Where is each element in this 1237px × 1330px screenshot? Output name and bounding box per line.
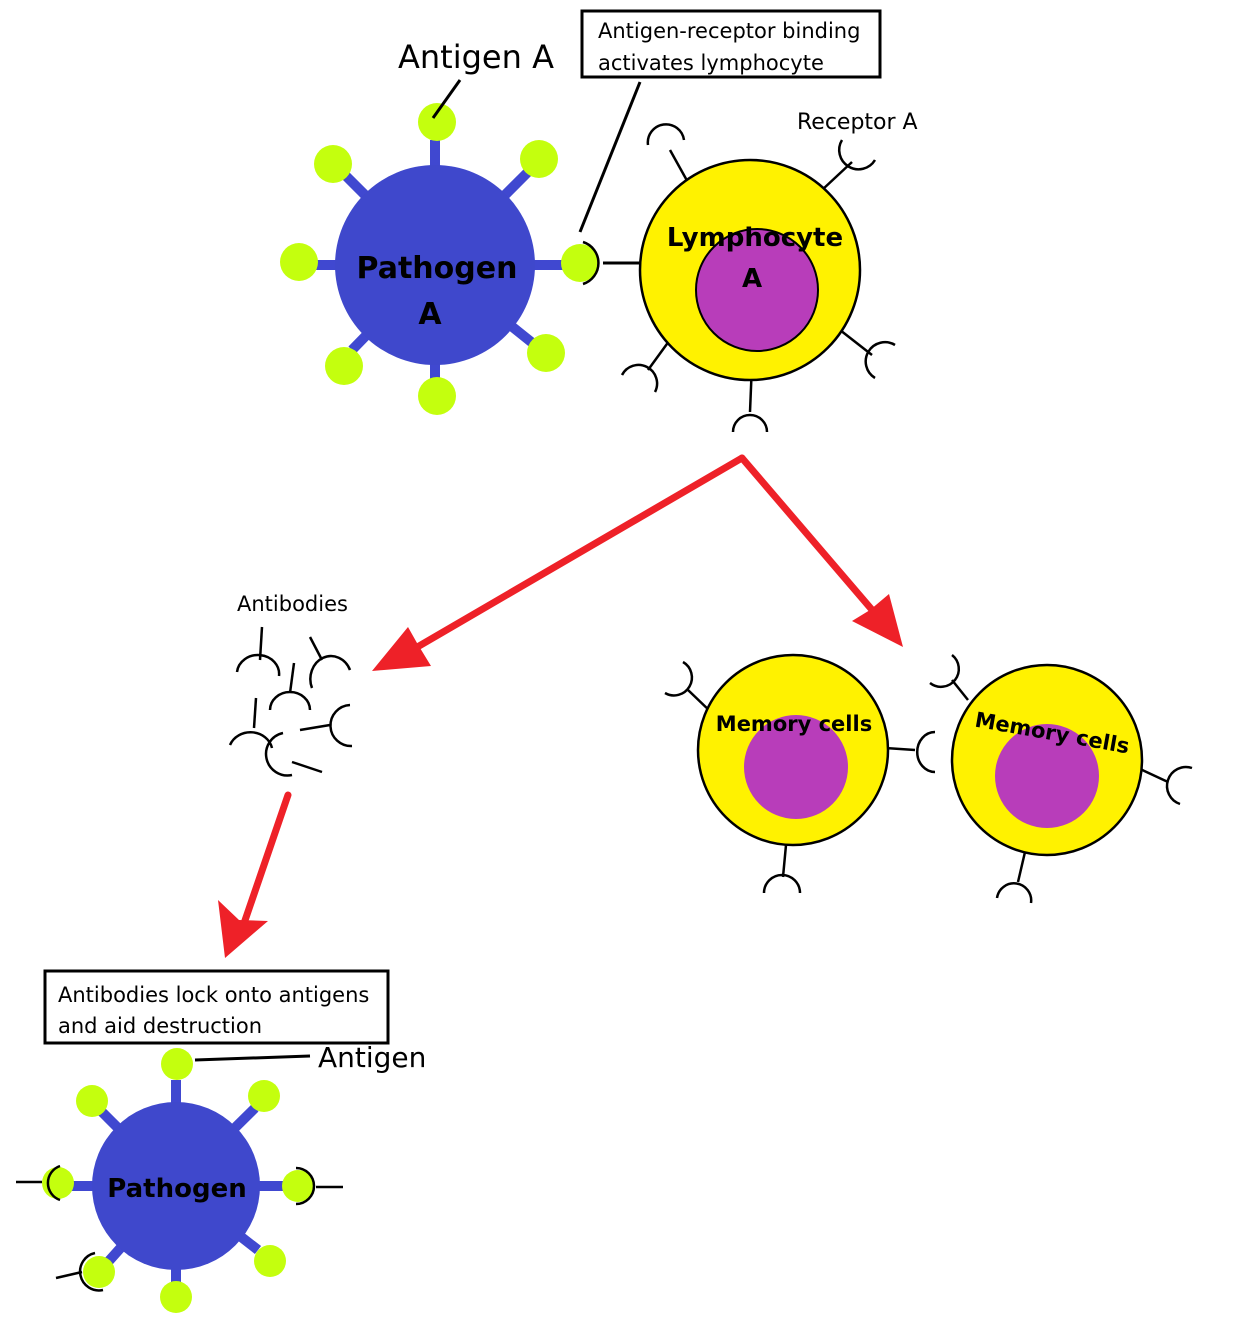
arrow-to-antibodies xyxy=(372,454,746,671)
antibody-icon xyxy=(329,703,353,748)
receptor-icon xyxy=(781,844,788,878)
receptor-icon xyxy=(762,873,802,894)
pathogen-a-body xyxy=(335,165,535,365)
pathogen-body xyxy=(92,1102,260,1270)
lymphocyte-a-label-line2: A xyxy=(742,264,762,294)
memory-cell-1: Memory cells xyxy=(664,653,936,894)
antibody-icon xyxy=(309,654,352,689)
binding-callout-line1: Antigen-receptor binding xyxy=(598,19,860,43)
bound-antibody-icon xyxy=(78,1251,104,1292)
arrow-head xyxy=(372,627,431,671)
antigen-icon xyxy=(527,334,565,372)
antibody-icon xyxy=(228,731,274,749)
antigen-a-label: Antigen A xyxy=(398,38,554,76)
antigen-icon xyxy=(282,1170,314,1202)
antigen-icon xyxy=(325,347,363,385)
antigen-a-pointer xyxy=(431,79,462,119)
receptor-icon xyxy=(951,679,969,701)
antibody-icon xyxy=(291,760,323,774)
arrow-to-destruction xyxy=(218,791,292,958)
receptor-icon xyxy=(837,139,877,171)
antigen-icon xyxy=(160,1281,192,1313)
binding-callout-pointer xyxy=(578,81,642,233)
antibody-icon xyxy=(264,731,293,777)
receptor-icon xyxy=(664,660,694,697)
receptor-icon xyxy=(929,654,961,689)
destruction-callout-line1: Antibodies lock onto antigens xyxy=(58,983,369,1007)
pathogen-a: Pathogen A xyxy=(280,103,599,415)
antigen-icon xyxy=(161,1048,193,1080)
antigen-icon xyxy=(418,103,456,141)
receptor-icon xyxy=(731,413,769,433)
destruction-callout-box xyxy=(43,969,390,1045)
arrow-head xyxy=(852,594,903,647)
antigen-icon xyxy=(248,1080,280,1112)
pathogen-a-label-line2: A xyxy=(418,297,442,332)
antibody-icon xyxy=(288,662,296,694)
receptor-a-label: Receptor A xyxy=(797,110,918,135)
bound-receptor xyxy=(582,240,600,286)
antibody-icon xyxy=(252,697,258,729)
memory-cell-1-label: Memory cells xyxy=(716,712,872,736)
antibody-icon xyxy=(308,636,324,661)
receptor-icon xyxy=(916,730,936,774)
receptor-icon xyxy=(839,329,873,356)
binding-callout-box xyxy=(580,9,882,79)
pathogen-bottom: Pathogen xyxy=(16,1048,343,1313)
antigen-icon xyxy=(280,243,318,281)
antibody-icon xyxy=(299,723,331,732)
antigen-icon xyxy=(83,1256,115,1288)
receptor-icon xyxy=(864,340,896,380)
receptor-icon xyxy=(1165,765,1193,806)
destruction-callout-line2: and aid destruction xyxy=(58,1014,262,1038)
receptor-icon xyxy=(1137,766,1169,784)
receptor-icon xyxy=(995,882,1033,904)
antigen-icon xyxy=(254,1245,286,1277)
bound-antibody-icon xyxy=(295,1166,316,1206)
pathogen-label: Pathogen xyxy=(107,1174,246,1204)
antigen-icon xyxy=(76,1085,108,1117)
arrow-head xyxy=(218,900,268,958)
antibody-icon xyxy=(268,690,312,711)
receptor-icon xyxy=(1016,851,1027,883)
antigen-label: Antigen xyxy=(318,1041,426,1074)
receptor-icon xyxy=(884,746,916,752)
arrow-shaft xyxy=(236,791,292,939)
antigen-icon xyxy=(561,244,599,282)
lymphocyte-a-label-line1: Lymphocyte xyxy=(667,223,843,253)
lymphocyte-a-nucleus xyxy=(695,228,819,352)
antigen-icon xyxy=(418,377,456,415)
antibody-icon xyxy=(235,653,281,677)
arrow-to-memory-cells xyxy=(738,454,903,647)
pathogen-a-label-line1: Pathogen xyxy=(357,251,518,286)
memory-cell-1-nucleus xyxy=(744,715,848,819)
antigen-pointer xyxy=(194,1054,311,1062)
receptor-icon xyxy=(646,123,686,146)
bound-antibody-icon xyxy=(46,1164,61,1202)
bound-antibody-icon xyxy=(55,1270,83,1280)
binding-callout-line2: activates lymphocyte xyxy=(598,51,824,75)
arrow-shaft xyxy=(738,454,889,629)
lymphocyte-a: Lymphocyte A xyxy=(620,123,896,433)
memory-cell-2: Memory cells xyxy=(929,654,1193,904)
receptor-icon xyxy=(620,363,659,393)
antibodies-cluster xyxy=(228,626,353,777)
antibodies-label: Antibodies xyxy=(237,592,348,616)
arrow-shaft xyxy=(391,454,746,664)
antigen-icon xyxy=(520,140,558,178)
antigen-icon xyxy=(314,145,352,183)
memory-cell-2-nucleus xyxy=(995,724,1099,828)
